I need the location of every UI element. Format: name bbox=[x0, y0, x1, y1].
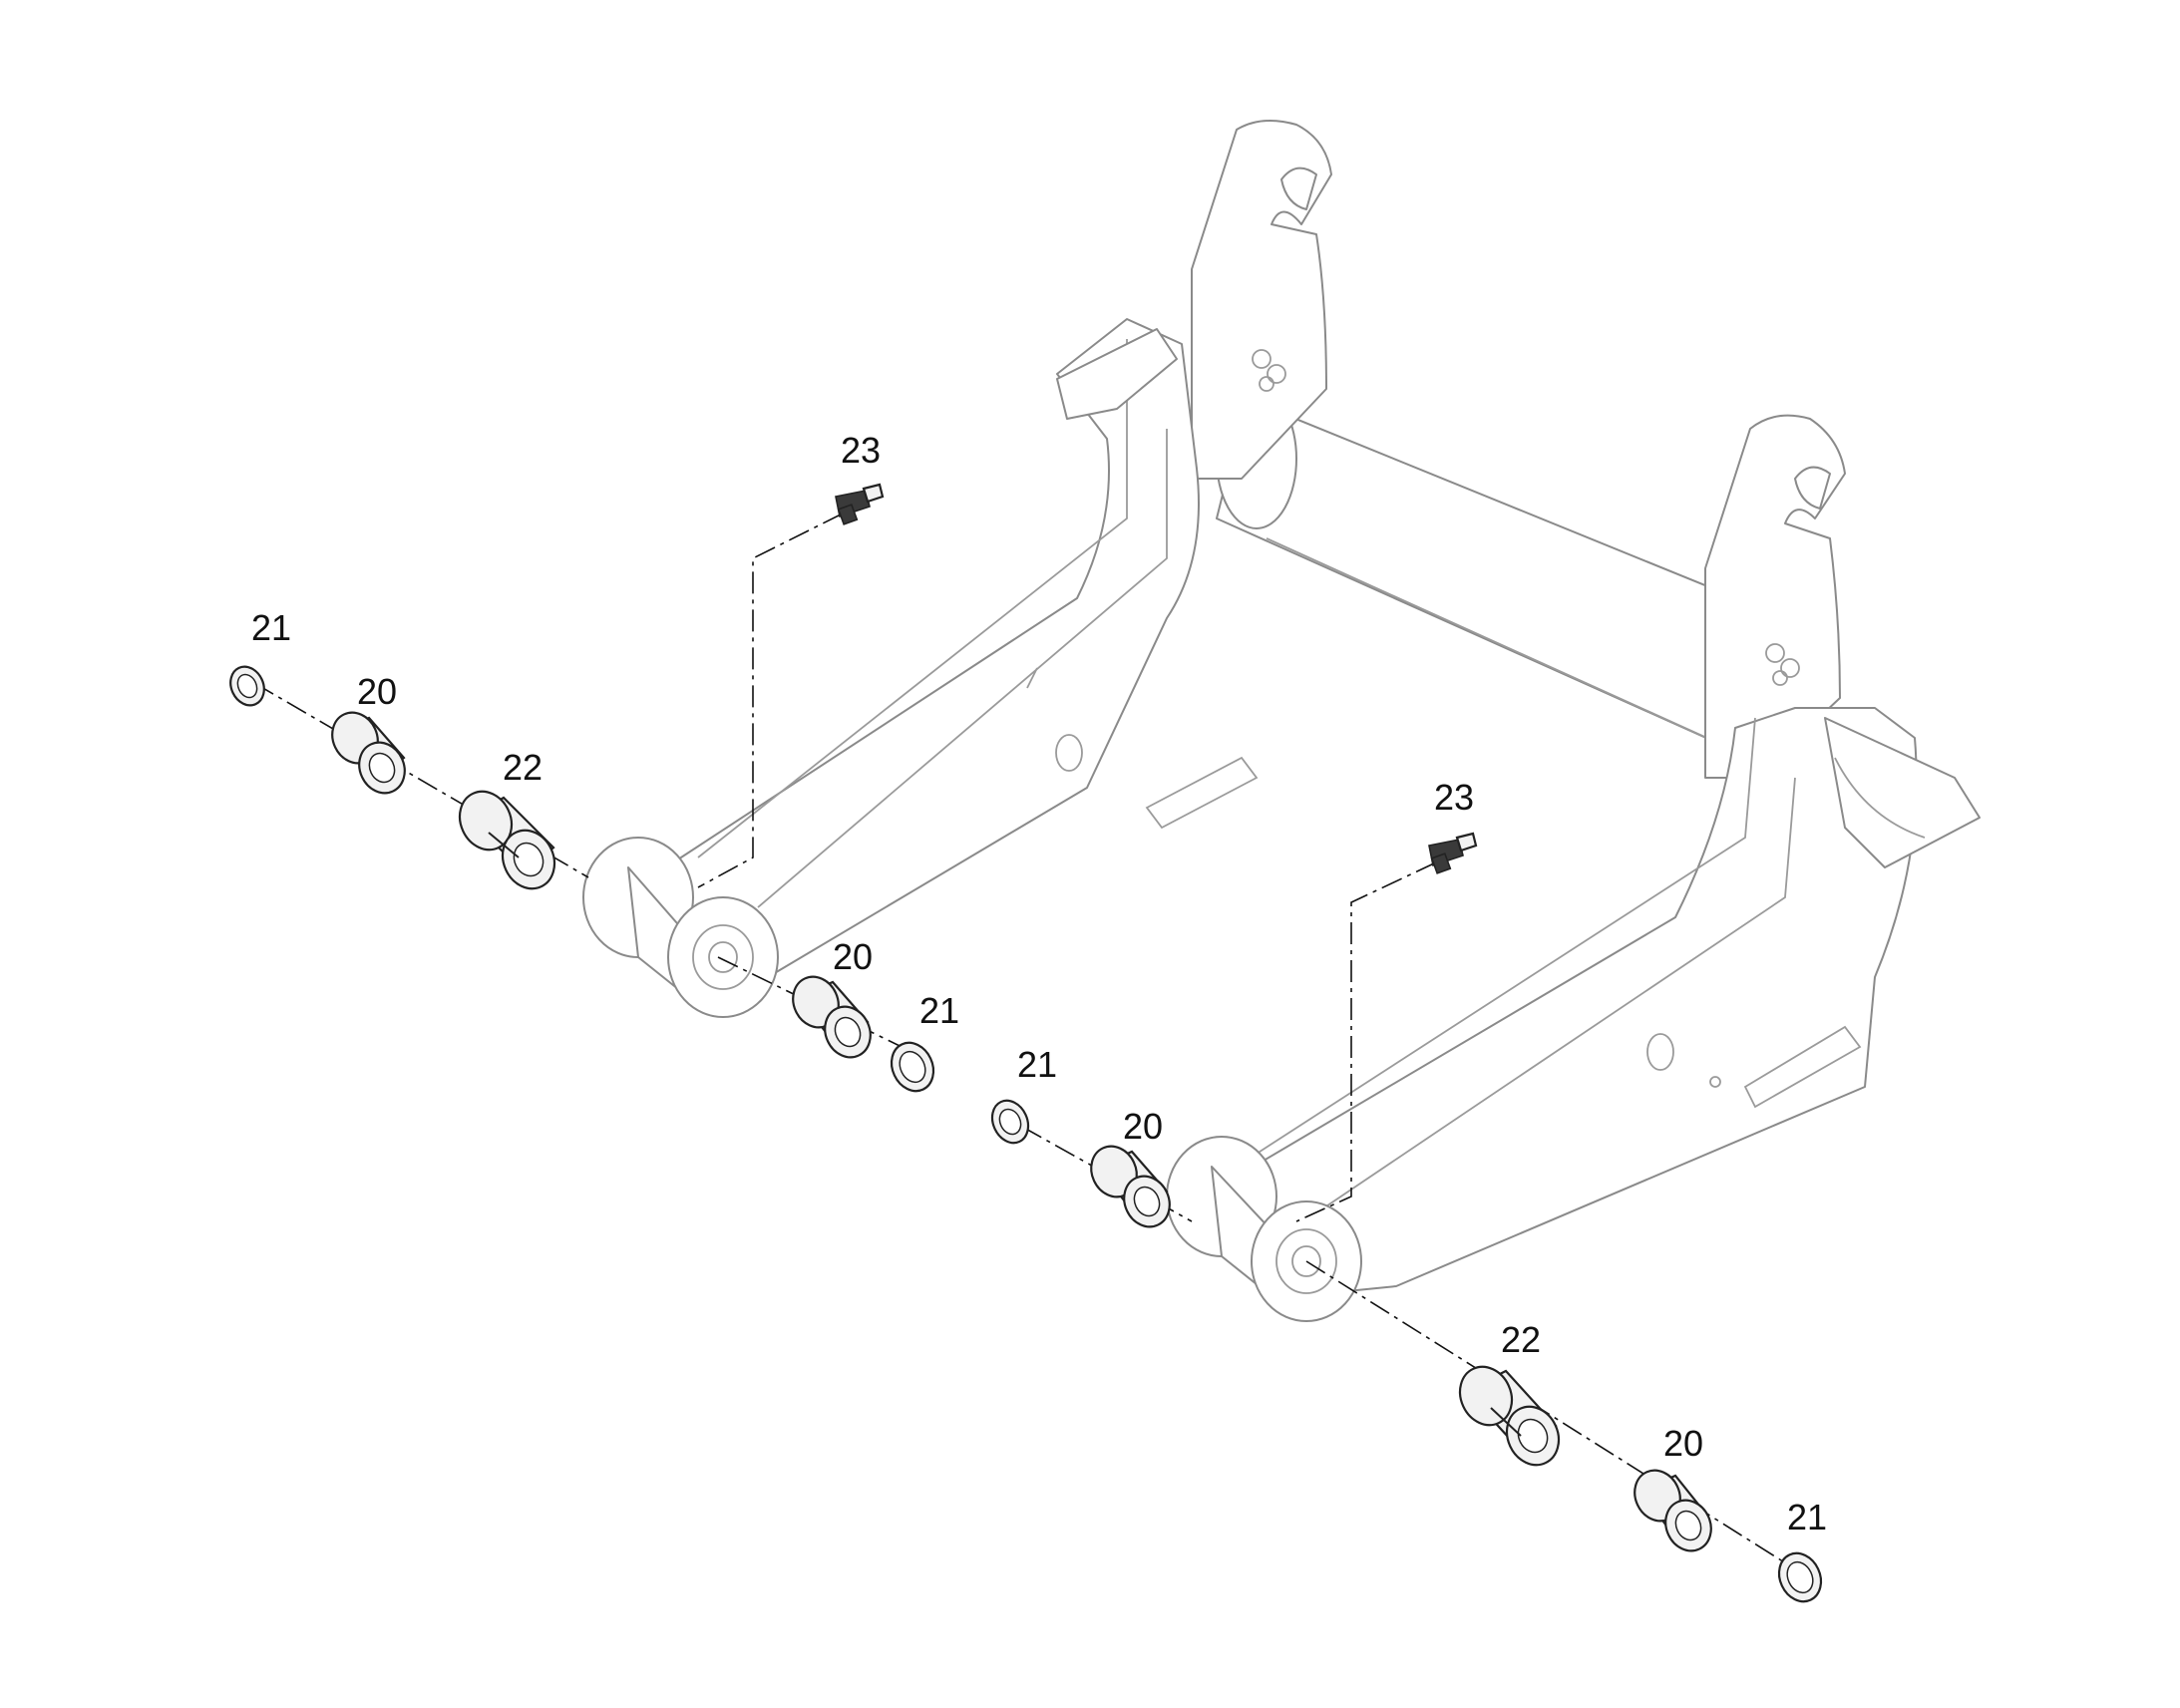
ring-21-right-inner bbox=[1777, 1551, 1823, 1603]
bushing-20-right-inner bbox=[1634, 1469, 1712, 1552]
left-mounting-plate bbox=[1191, 120, 1332, 480]
callout-21: 21 bbox=[1787, 1497, 1827, 1537]
grease-fitting-23-left bbox=[835, 483, 885, 525]
callout-20: 20 bbox=[357, 671, 397, 712]
bushing-22-left bbox=[458, 790, 556, 890]
callout-22: 22 bbox=[1501, 1319, 1541, 1360]
callout-20: 20 bbox=[1663, 1423, 1703, 1464]
callout-23: 23 bbox=[841, 430, 881, 471]
callout-20: 20 bbox=[833, 936, 873, 977]
ring-21-left-inner bbox=[890, 1041, 935, 1093]
grease-fitting-23-right bbox=[1428, 832, 1478, 874]
ring-21-left-outer bbox=[229, 665, 265, 707]
bushing-20-left-inner bbox=[792, 975, 872, 1059]
callouts: 21 20 22 23 20 21 21 20 23 22 20 21 bbox=[251, 430, 1827, 1537]
bushing-20-right-outer bbox=[1090, 1145, 1171, 1228]
right-mounting-plate bbox=[1704, 414, 1846, 779]
callout-21: 21 bbox=[1017, 1044, 1057, 1085]
callout-21: 21 bbox=[251, 607, 291, 648]
bushing-22-right bbox=[1458, 1365, 1561, 1467]
ring-21-right-outer bbox=[990, 1099, 1030, 1145]
callout-21: 21 bbox=[919, 990, 959, 1031]
left-lift-arm bbox=[582, 318, 1259, 1018]
callout-20: 20 bbox=[1123, 1106, 1163, 1147]
right-lift-arm bbox=[1166, 707, 1981, 1322]
callout-23: 23 bbox=[1434, 777, 1474, 818]
callout-22: 22 bbox=[503, 747, 543, 788]
bushing-20-left-outer bbox=[331, 711, 406, 795]
